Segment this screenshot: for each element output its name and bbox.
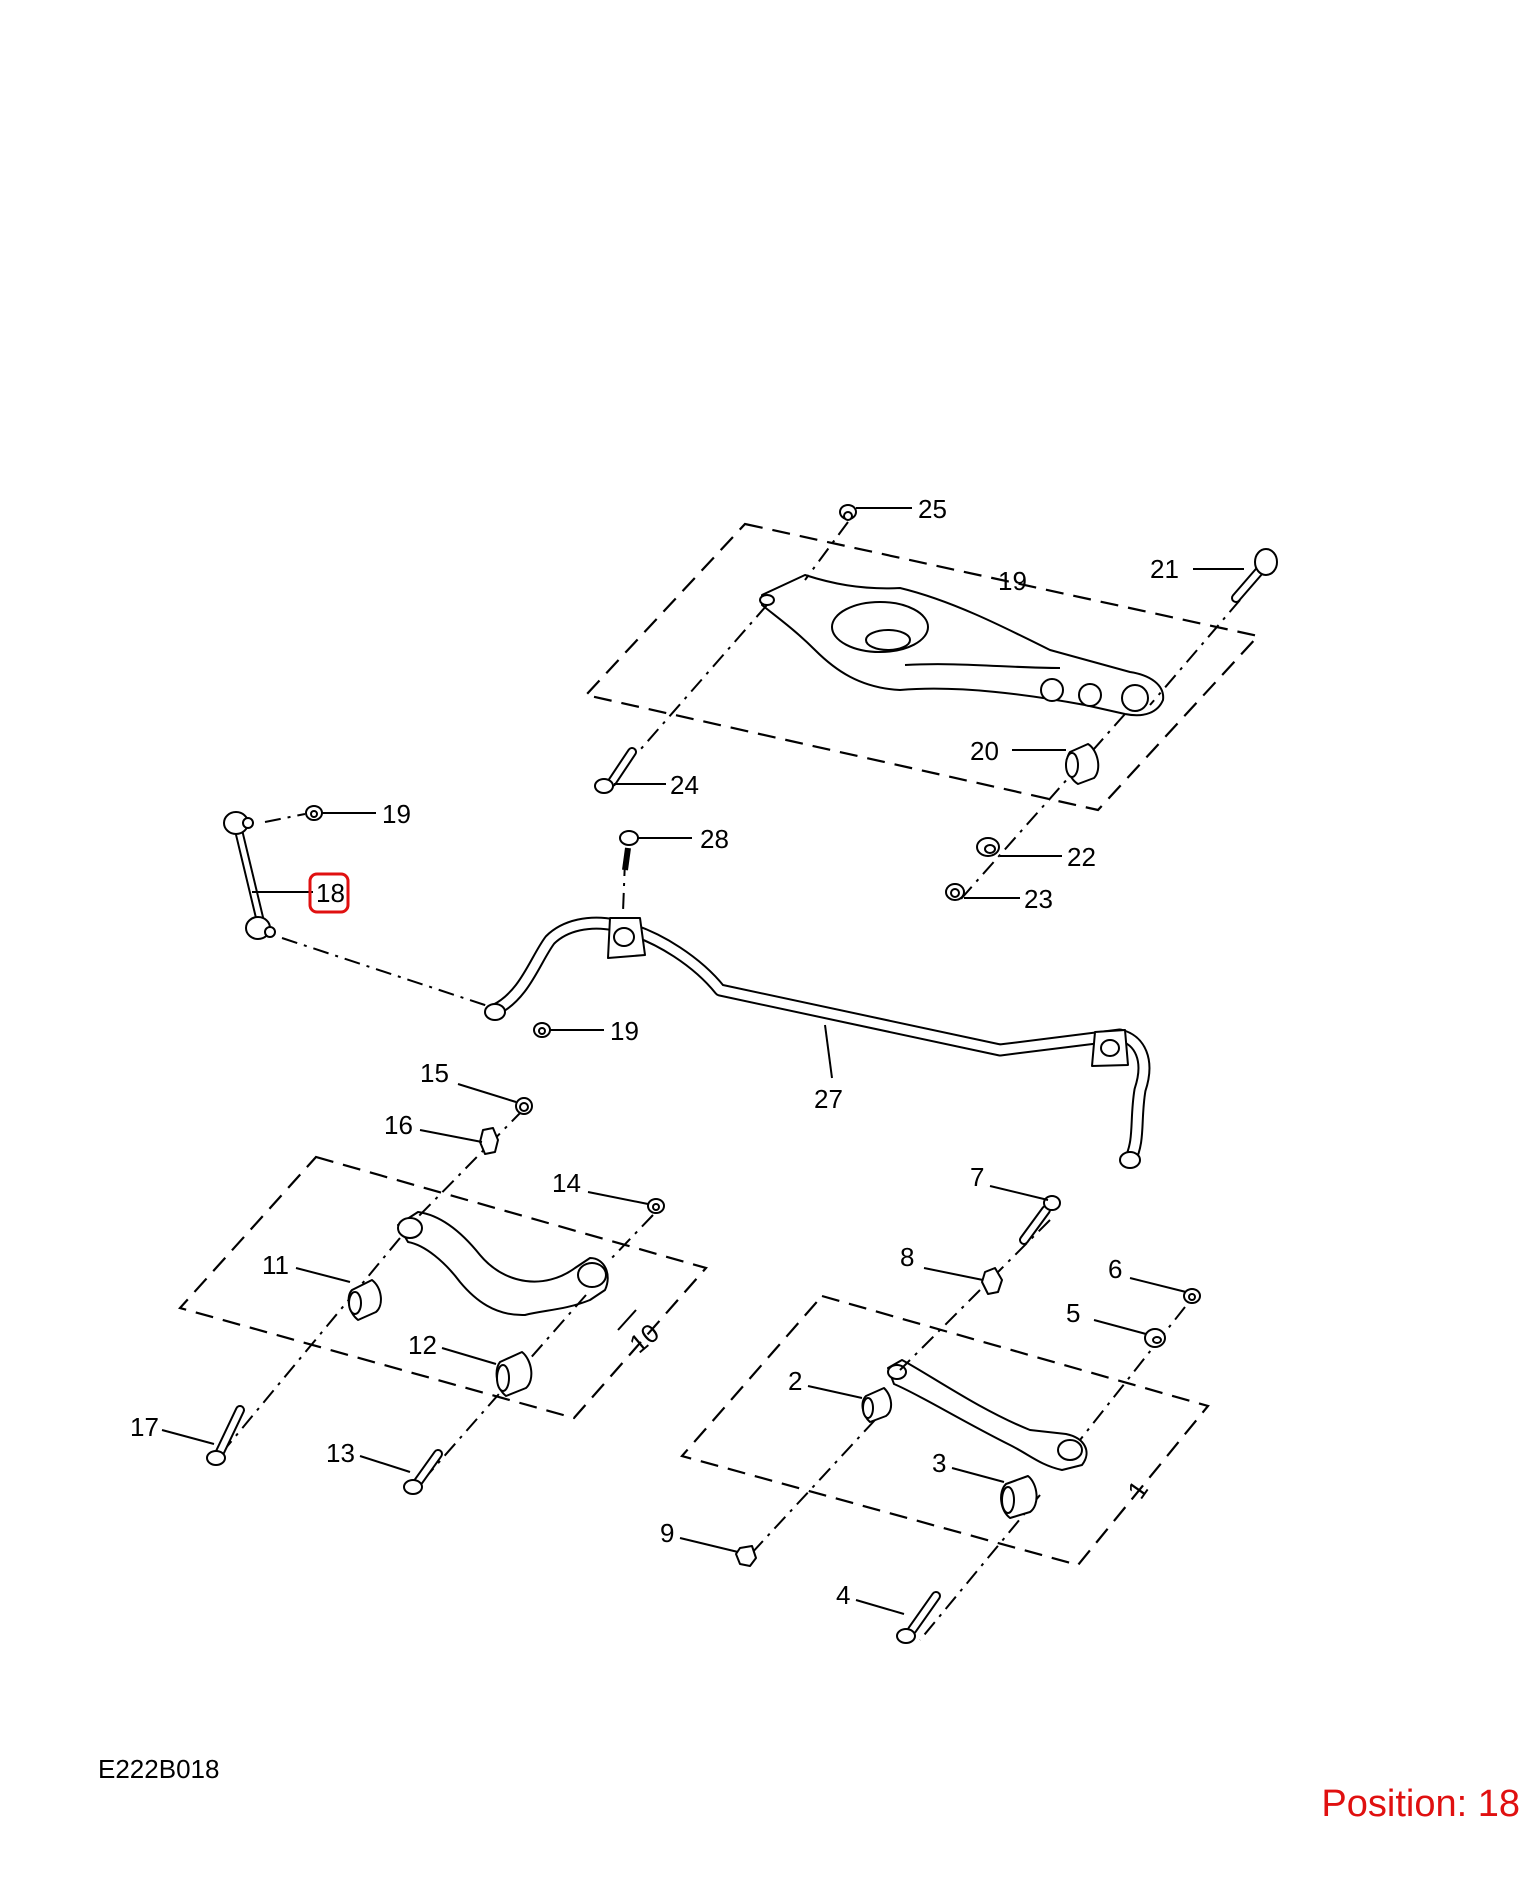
spring-seat [831,601,929,653]
nut-19-lower[interactable] [533,1022,551,1038]
cam-washer-16[interactable] [479,1127,499,1155]
upper-lateral-arm-group [161,1083,708,1495]
trailing-arm[interactable] [761,574,1165,717]
bar-end-left [484,1003,506,1021]
axis-15-16 [414,1109,524,1221]
callout-8: 8 [900,1242,914,1272]
washer-5[interactable] [1144,1328,1166,1348]
callout-1: 1 [1121,1475,1154,1504]
bolt-13[interactable] [403,1449,443,1495]
bolt-28[interactable] [619,830,639,871]
arm-10-eye-left [397,1217,423,1239]
callout-24: 23 [1024,884,1053,914]
lower-lateral-arm[interactable] [887,1359,1088,1471]
bushing-2[interactable] [861,1387,892,1423]
position-label: Position: 18 [1321,1783,1520,1825]
bolt-17[interactable] [206,1405,245,1466]
callout-20: 19 [998,566,1027,596]
axis-5-6 [1079,1306,1186,1441]
bar-end-right [1119,1151,1141,1169]
bushing-12[interactable] [495,1351,533,1397]
axis-19-upper [264,813,306,823]
upper-lateral-arm[interactable] [397,1211,609,1317]
arm-1-eye-right [1057,1439,1083,1461]
arm-10-eye-right [577,1262,607,1288]
axis-26 [804,521,849,581]
callout-4: 4 [836,1580,850,1610]
callout-17: 17 [130,1412,159,1442]
washer-23[interactable] [976,837,1000,857]
callout-23: 22 [1067,842,1096,872]
callout-6: 6 [1108,1254,1122,1284]
nut-15[interactable] [515,1097,533,1115]
callout-12: 12 [408,1330,437,1360]
bar-clamp-right [1091,1029,1129,1067]
axis-2-9 [749,1419,876,1556]
arm-front-eye [759,594,775,606]
callout-14: 14 [552,1168,581,1198]
callout-22: 21 [1150,554,1179,584]
nut-9[interactable] [735,1545,757,1567]
assembly-boundary-20 [583,522,1261,812]
bushing-11[interactable] [347,1279,382,1321]
axis-11-17 [219,1237,401,1456]
bolt-22[interactable] [1231,548,1278,603]
axis-7-8 [899,1219,1051,1371]
lower-lateral-arm-group [679,1185,1210,1644]
axis-3-4 [919,1494,1041,1641]
callout-28: 28 [700,824,729,854]
callout-labels: 25 19 21 20 24 22 23 28 19 18 19 27 15 1… [130,494,1179,1610]
arm-bush-eye [1121,684,1149,712]
callout-26: 25 [918,494,947,524]
leader-27 [824,1024,833,1079]
assembly-boundary-1 [680,1294,1210,1567]
bolt-7[interactable] [1019,1195,1061,1245]
diagram-code: E222B018 [98,1754,220,1784]
callout-3: 3 [932,1448,946,1478]
callout-10: 10 [623,1317,664,1359]
arm-hole-2 [1078,683,1102,707]
callout-21: 20 [970,736,999,766]
callout-18: 18 [316,878,345,908]
nut-6[interactable] [1183,1288,1201,1304]
bolt-25[interactable] [594,747,637,794]
axis-12-13 [424,1294,587,1479]
nut-24[interactable] [945,883,965,901]
bar-clamp-left [607,917,646,959]
bushing-21[interactable] [1065,743,1100,785]
callout-11: 11 [262,1250,289,1280]
callout-7: 7 [970,1162,984,1192]
callout-13: 13 [326,1438,355,1468]
cam-washer-8[interactable] [981,1267,1003,1295]
callout-25: 24 [670,770,699,800]
bushing-3[interactable] [1000,1475,1038,1519]
arm-hole-1 [1040,678,1064,702]
callout-2: 2 [788,1366,802,1396]
callout-27: 27 [814,1084,843,1114]
axis-22 [1149,599,1241,706]
highlight-box [308,872,350,914]
axis-14 [607,1214,654,1263]
callout-16: 16 [384,1110,413,1140]
stabilizer-link-18[interactable] [223,811,276,940]
nut-19-upper[interactable] [305,805,323,821]
axis-25 [639,604,768,751]
stabilizer-group [223,805,1151,1169]
nut-26[interactable] [839,504,857,521]
arm-rib [904,663,1061,669]
axis-21 [959,713,1126,901]
callout-15: 15 [420,1058,449,1088]
assembly-boundary-10 [177,1155,708,1420]
callout-19-upper: 19 [382,799,411,829]
callout-19-lower: 19 [610,1016,639,1046]
callout-5: 5 [1066,1298,1080,1328]
callout-9: 9 [660,1518,674,1548]
trailing-arm-group [583,504,1278,901]
spring-seat-inner [865,629,911,651]
axis-18-to-bar [281,937,501,1011]
leader-10 [617,1309,637,1331]
bolt-4[interactable] [896,1591,941,1644]
nut-14[interactable] [647,1198,665,1214]
